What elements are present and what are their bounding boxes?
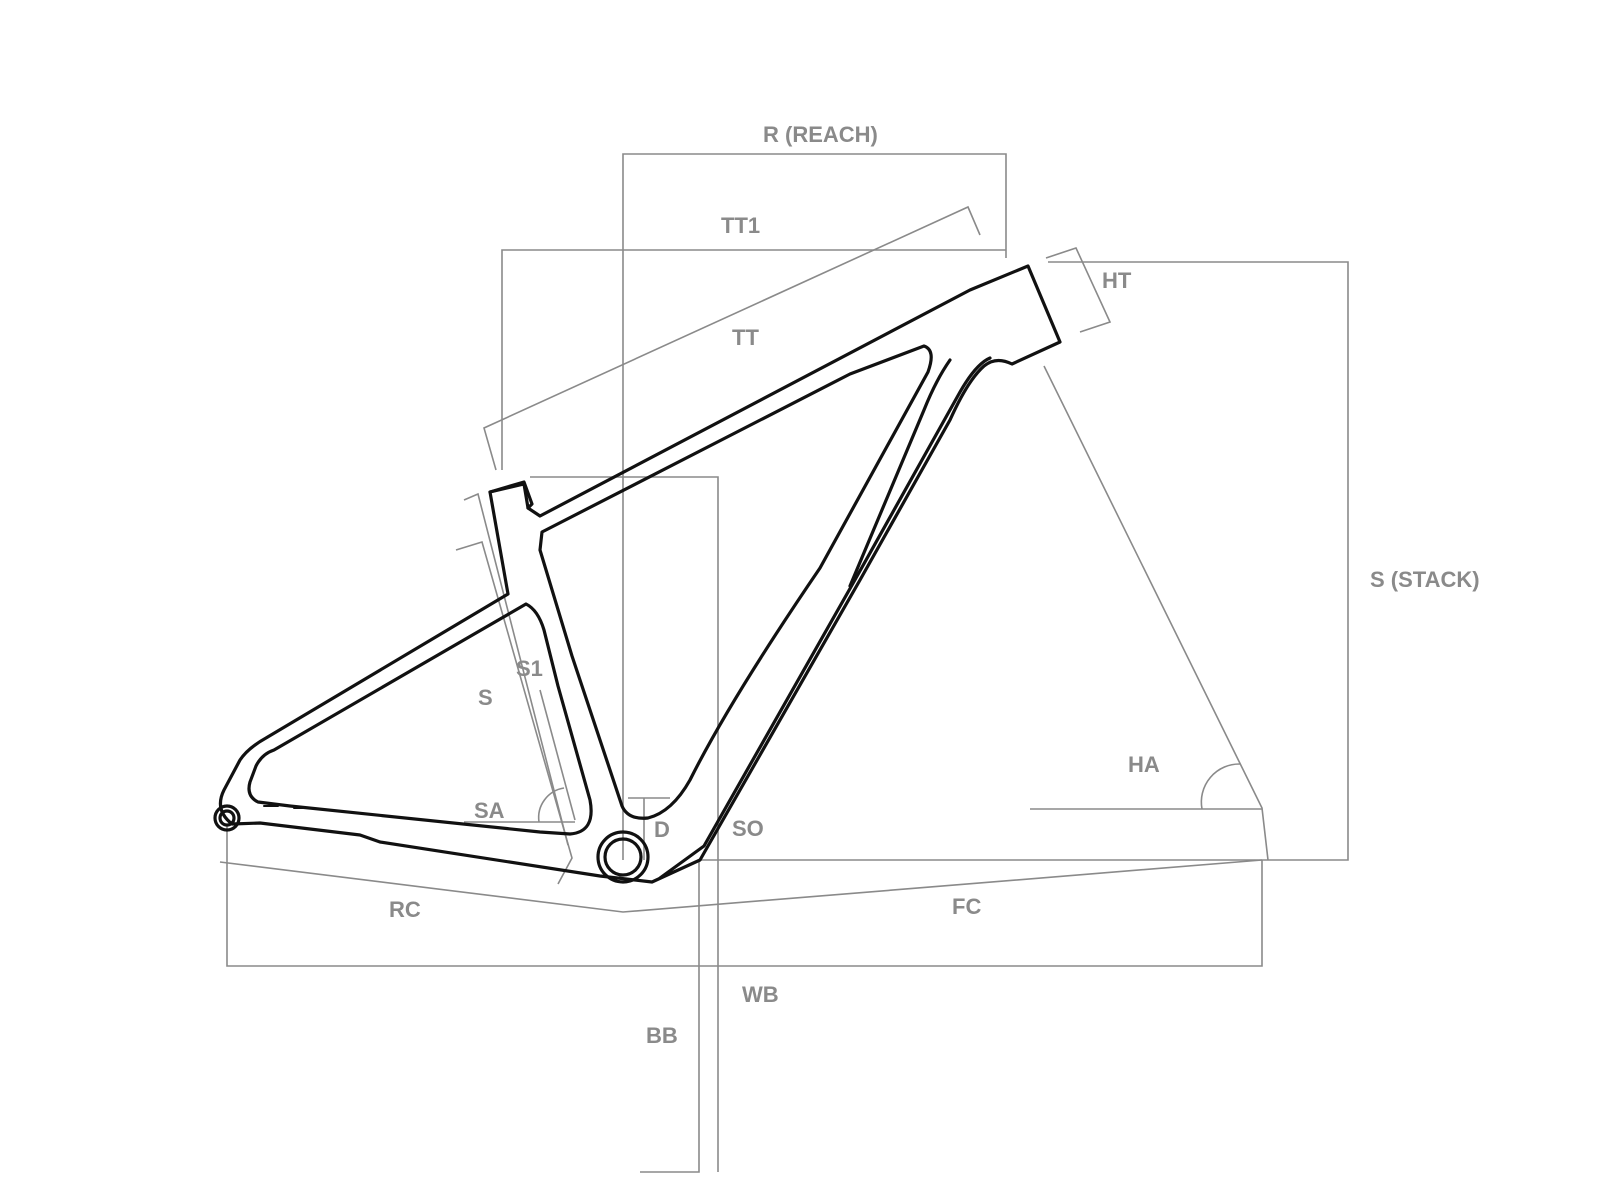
label-fc: FC (952, 894, 981, 919)
bottom-bracket-inner (603, 837, 643, 877)
rear-triangle-inner (247, 602, 593, 836)
stack-dimension (700, 261, 1349, 861)
label-s1: S1 (516, 656, 543, 681)
rear-dropout-inner (218, 809, 236, 827)
bb-dimension (640, 860, 700, 1173)
rear-dropout-outer (213, 804, 241, 832)
down-tube-line-lower (658, 356, 992, 880)
ht-dimension (1045, 247, 1112, 333)
label-stack: S (STACK) (1370, 567, 1480, 592)
label-tt1: TT1 (721, 213, 760, 238)
wb-dimension (226, 824, 1263, 967)
ha-arc (1200, 763, 1241, 810)
bike-frame (213, 264, 1062, 884)
dimension-lines (219, 153, 1349, 1173)
seat-clamp (488, 480, 534, 510)
label-s: S (478, 685, 493, 710)
tt-dimension (483, 205, 981, 471)
label-sa: SA (474, 798, 505, 823)
label-d: D (654, 817, 670, 842)
tt1-dimension (501, 249, 1006, 470)
sa-arc (537, 787, 565, 823)
label-so: SO (732, 816, 764, 841)
label-ht: HT (1102, 268, 1132, 293)
down-tube-line (848, 358, 952, 588)
label-reach: R (REACH) (763, 122, 878, 147)
reach-dimension (622, 153, 1007, 860)
s1-inner-line (539, 689, 576, 821)
main-triangle-inner (538, 344, 933, 820)
rc-fc-dimension (219, 859, 1263, 913)
label-bb: BB (646, 1023, 678, 1048)
ha-fork-line (1043, 365, 1269, 861)
frame-outer-outline (218, 264, 1062, 884)
dimension-labels: R (REACH) TT1 TT HT S (STACK) S1 S SA HA… (389, 122, 1480, 1048)
label-tt: TT (732, 325, 759, 350)
label-rc: RC (389, 897, 421, 922)
seat-tube-s1-dimension (463, 492, 569, 846)
seatpost-box (530, 476, 719, 966)
label-wb: WB (742, 982, 779, 1007)
bottom-bracket-outer (596, 830, 650, 884)
label-ha: HA (1128, 752, 1160, 777)
